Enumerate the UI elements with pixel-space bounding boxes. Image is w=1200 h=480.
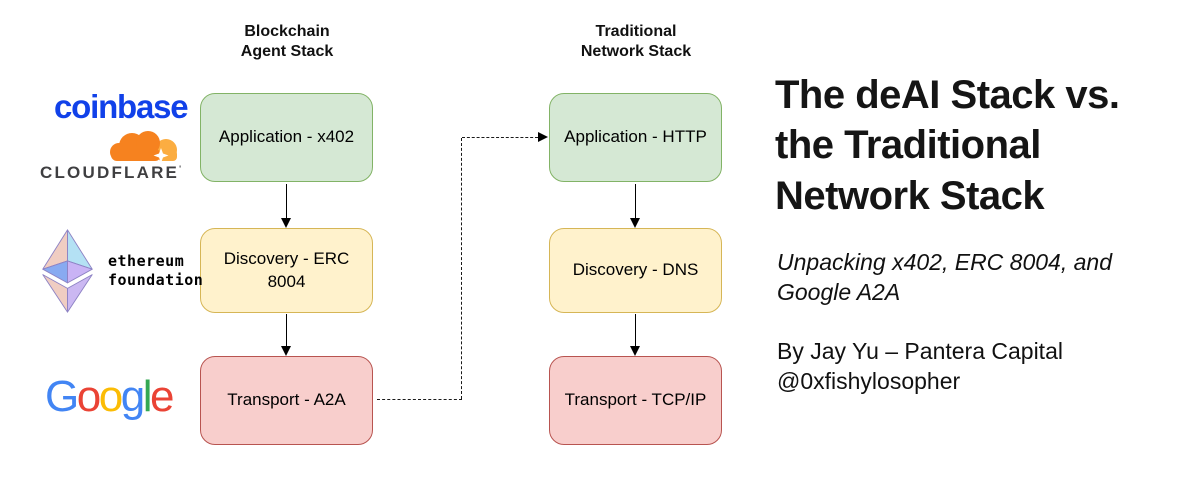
arrow-head (281, 346, 291, 356)
cloudflare-trademark-mark: ' (179, 164, 182, 174)
box-label: Discovery - DNS (572, 260, 699, 280)
column-header-blockchain-agent-stack: Blockchain Agent Stack (240, 23, 334, 60)
dashed-connector-bottom-segment (377, 399, 462, 400)
google-letter: g (120, 372, 145, 421)
byline: By Jay Yu – Pantera Capital @0xfishyloso… (777, 338, 1063, 395)
box-label: Transport - A2A (227, 390, 346, 410)
arrow-down-icon (630, 184, 641, 228)
google-logo: Google (45, 372, 174, 422)
arrow-down-icon (630, 314, 641, 356)
cloudflare-cloud-icon (110, 131, 177, 163)
box-label: Application - x402 (218, 127, 355, 147)
arrow-head (281, 218, 291, 228)
box-label: Application - HTTP (564, 127, 707, 147)
ethereum-foundation-logo: ethereum foundation (38, 228, 203, 314)
ethereum-foundation-wordmark: ethereum foundation (108, 252, 204, 289)
box-label: Discovery - ERC 8004 (223, 249, 350, 291)
box-application-x402: Application - x402 (200, 93, 373, 182)
dashed-connector-vertical-segment (461, 138, 462, 399)
column-header-traditional-network-stack: Traditional Network Stack (580, 23, 692, 60)
box-discovery-erc-8004: Discovery - ERC 8004 (200, 228, 373, 313)
google-letter: G (45, 372, 79, 421)
google-letter: e (149, 372, 174, 421)
arrow-shaft (285, 184, 288, 220)
arrow-shaft (285, 314, 288, 348)
box-application-http: Application - HTTP (549, 93, 722, 182)
cloudflare-wordmark-text: CLOUDFLARE (40, 163, 180, 182)
box-transport-tcpip: Transport - TCP/IP (549, 356, 722, 445)
box-label: Transport - TCP/IP (564, 390, 707, 410)
arrow-shaft (634, 314, 637, 348)
page-subtitle: Unpacking x402, ERC 8004, and Google A2A (777, 249, 1112, 305)
google-letter: l (142, 372, 153, 421)
arrow-down-icon (281, 314, 292, 356)
coinbase-logo: coinbase (54, 88, 189, 125)
box-transport-a2a: Transport - A2A (200, 356, 373, 445)
google-letter: o (76, 372, 101, 421)
dashed-connector-arrow-head (538, 132, 548, 142)
page-title: The deAI Stack vs. the Traditional Netwo… (775, 73, 1120, 218)
cloudflare-wordmark: CLOUDFLARE' (40, 163, 188, 183)
arrow-shaft (634, 184, 637, 220)
google-letter: o (98, 372, 123, 421)
ethereum-diamond-icon (42, 229, 93, 313)
arrow-head (630, 218, 640, 228)
dashed-connector-top-segment (462, 137, 538, 138)
arrow-head (630, 346, 640, 356)
cloudflare-logo: CLOUDFLARE' (40, 127, 188, 183)
box-discovery-dns: Discovery - DNS (549, 228, 722, 313)
arrow-down-icon (281, 184, 292, 228)
